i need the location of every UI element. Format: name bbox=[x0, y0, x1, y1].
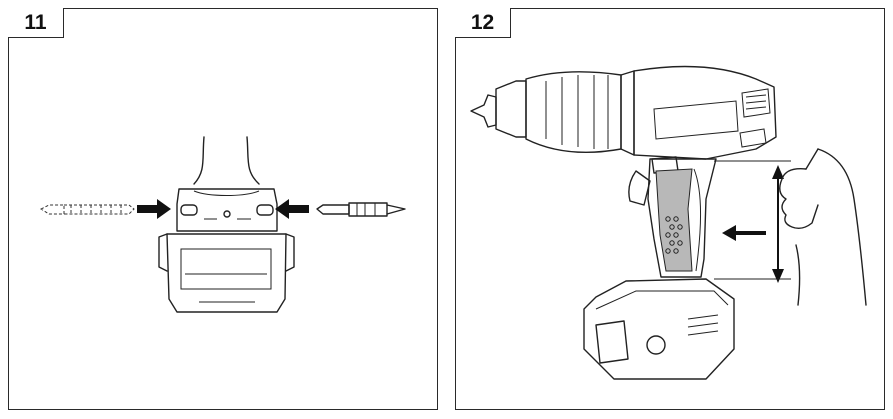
housing-label bbox=[653, 100, 739, 140]
trigger bbox=[628, 170, 651, 206]
wrist-line bbox=[795, 244, 801, 306]
arrow-down-icon bbox=[772, 269, 784, 283]
figure-11-number: 11 bbox=[8, 8, 64, 38]
battery-left-clip bbox=[158, 233, 168, 272]
battery-pack bbox=[583, 278, 735, 380]
vent-bottom bbox=[739, 128, 767, 148]
vent-top bbox=[741, 88, 771, 118]
chuck-body bbox=[525, 71, 622, 153]
arrow-up-icon bbox=[772, 165, 784, 179]
figure-11-panel: 11 bbox=[8, 8, 438, 410]
screwdriver-bit-right bbox=[316, 202, 406, 217]
battery-body bbox=[166, 233, 287, 313]
figure-12-panel: 12 bbox=[455, 8, 885, 410]
arrow-left-icon bbox=[722, 225, 766, 241]
bit-slot-right bbox=[256, 204, 274, 216]
dashed-bit-left bbox=[39, 204, 135, 215]
battery-gauge-button bbox=[646, 335, 666, 355]
hand-back bbox=[817, 148, 867, 306]
battery-release bbox=[595, 320, 629, 364]
grip-texture bbox=[665, 216, 683, 254]
dimension-lines bbox=[714, 160, 791, 280]
center-screw bbox=[223, 210, 231, 218]
arrow-right-icon bbox=[137, 199, 171, 219]
bit-storage-illustration bbox=[39, 136, 406, 313]
base-curve bbox=[193, 190, 260, 196]
handle-right-edge bbox=[246, 136, 260, 185]
fist-fingers bbox=[779, 168, 819, 230]
handle-left-edge bbox=[193, 136, 205, 185]
base-upper bbox=[176, 188, 278, 232]
drill-grip-illustration bbox=[470, 65, 867, 380]
arrow-left-icon bbox=[275, 199, 309, 219]
battery-right-clip bbox=[285, 233, 295, 272]
bit-slot-left bbox=[180, 204, 198, 216]
motor-housing bbox=[633, 65, 777, 160]
chuck-nose bbox=[495, 80, 527, 138]
handle bbox=[647, 158, 717, 278]
clutch-collar bbox=[620, 70, 635, 156]
chuck-tip bbox=[470, 94, 497, 128]
battery-panel bbox=[180, 248, 272, 290]
figure-12-number: 12 bbox=[455, 8, 511, 38]
